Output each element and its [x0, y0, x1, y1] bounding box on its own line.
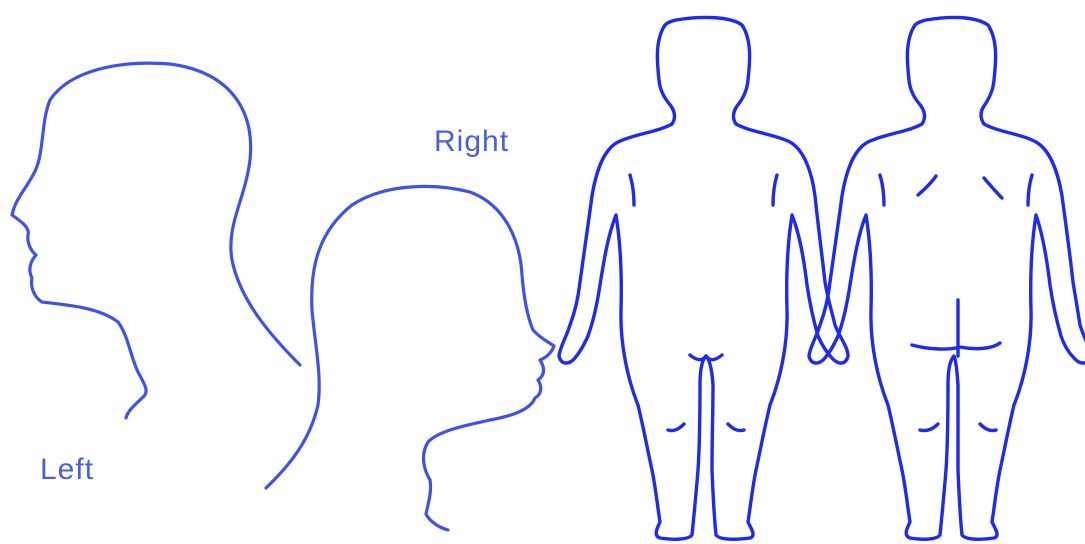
left-head-profile [12, 63, 300, 418]
body-front-right-knee [728, 424, 744, 431]
body-front-groin-line [690, 355, 722, 360]
body-back-outline [809, 17, 1085, 539]
body-front-right-arm-crease [773, 175, 777, 205]
right-head-outline [266, 186, 554, 530]
body-back-right-knee [980, 424, 996, 431]
label-left: Left [40, 453, 94, 486]
body-front-outline [559, 17, 848, 539]
body-back-right-scapula [984, 178, 1002, 198]
body-back-left-scapula [918, 176, 936, 195]
left-head-outline [12, 63, 300, 418]
body-back [809, 17, 1085, 539]
label-right: Right [434, 125, 509, 158]
body-front [559, 17, 848, 539]
body-front-left-arm-crease [630, 175, 634, 205]
right-head-profile [266, 186, 554, 530]
body-back-left-arm-crease [880, 175, 884, 205]
body-front-left-knee [668, 424, 684, 431]
body-back-buttock-line [912, 343, 1000, 349]
body-back-right-arm-crease [1028, 175, 1032, 205]
body-back-left-knee [920, 424, 938, 431]
